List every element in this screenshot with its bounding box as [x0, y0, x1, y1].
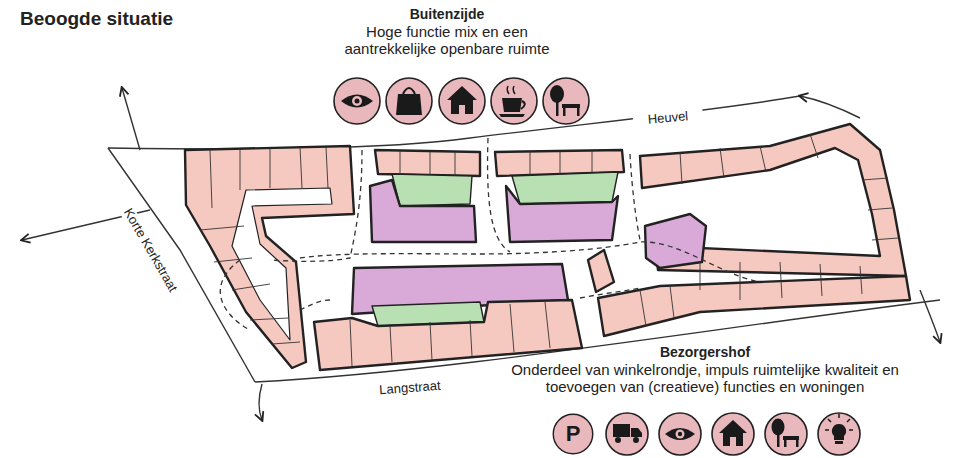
street-name: Heuvel [632, 108, 703, 129]
function-icons [334, 78, 860, 455]
area-heading: Bezorgershof [575, 344, 835, 360]
walking-routes [220, 138, 760, 330]
icon-circle: P [552, 413, 594, 455]
street-name: Langstraat [365, 377, 456, 398]
street-name: Korte Kerkstraat [109, 186, 192, 315]
title: Beoogde situatie [20, 8, 173, 30]
icon-letter: P [552, 413, 594, 455]
street-lines [22, 88, 940, 420]
area-description: Hoge functie mix en een aantrekkelijke o… [322, 23, 572, 58]
building-blocks [185, 124, 910, 370]
area-heading: Buitenzijde [317, 6, 577, 22]
area-description: Onderdeel van winkelrondje, impuls ruimt… [500, 361, 910, 396]
facade-lines [200, 134, 898, 366]
